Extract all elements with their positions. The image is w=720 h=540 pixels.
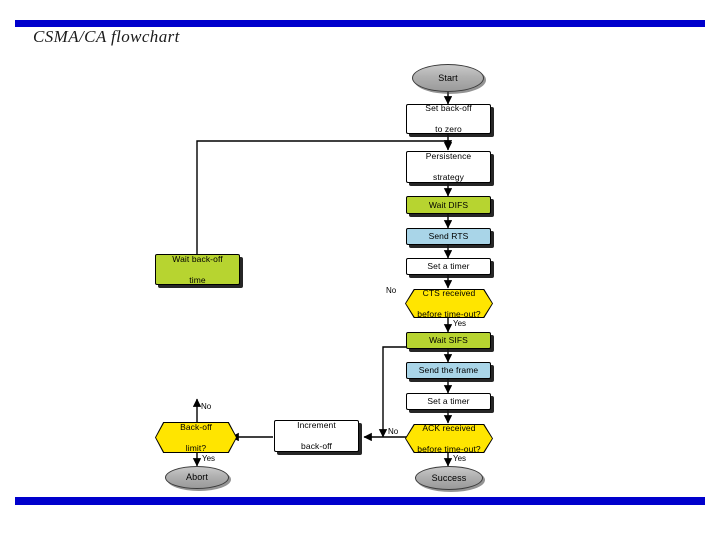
node-wait-back-off-time[interactable]: Wait back-off time	[155, 254, 240, 285]
edge-label-ack-no: No	[388, 427, 399, 436]
node-abort[interactable]: Abort	[165, 466, 229, 489]
node-send-the-frame[interactable]: Send the frame	[406, 362, 491, 379]
node-cts-received-before-time-out[interactable]: CTS received before time-out?	[405, 289, 493, 318]
node-success-label: Success	[431, 472, 467, 483]
node-persistence-strategy-label: Persistence strategy	[425, 151, 472, 183]
node-set-a-timer-1-label: Set a timer	[427, 261, 470, 272]
node-persistence-strategy[interactable]: Persistence strategy	[406, 151, 491, 183]
flowchart-connectors	[192, 92, 453, 467]
node-send-rts[interactable]: Send RTS	[406, 228, 491, 245]
node-ack-received-before-time-out[interactable]: ACK received before time-out?	[405, 424, 493, 453]
node-set-a-timer-2-label: Set a timer	[427, 396, 470, 407]
node-set-back-off-to-zero[interactable]: Set back-off to zero	[406, 103, 491, 135]
node-wait-difs[interactable]: Wait DIFS	[406, 196, 491, 214]
flowchart-canvas: Start Set back-off to zero Persistence s…	[0, 56, 720, 496]
node-increment-back-off-label: Increment back-off	[297, 420, 336, 452]
node-set-a-timer-2[interactable]: Set a timer	[406, 393, 491, 410]
node-cts-received-fill: CTS received before time-out?	[406, 290, 492, 317]
node-wait-back-off-time-label: Wait back-off time	[172, 253, 223, 285]
node-ack-received-fill: ACK received before time-out?	[406, 425, 492, 452]
node-set-a-timer-1[interactable]: Set a timer	[406, 258, 491, 275]
edge-label-cts-yes: Yes	[453, 319, 467, 328]
node-set-back-off-to-zero-label: Set back-off to zero	[425, 103, 472, 135]
edge-label-cts-no: No	[386, 286, 397, 295]
footer-rule-bottom	[15, 497, 705, 505]
node-wait-sifs[interactable]: Wait SIFS	[406, 332, 491, 349]
node-cts-received-label: CTS received before time-out?	[417, 287, 481, 319]
header-rule-top	[15, 20, 705, 27]
node-back-off-limit-fill: Back-off limit?	[156, 423, 236, 452]
node-send-the-frame-label: Send the frame	[418, 365, 479, 376]
page-title: CSMA/CA flowchart	[33, 27, 180, 46]
edge-label-limit-yes: Yes	[202, 454, 216, 463]
node-ack-received-label: ACK received before time-out?	[417, 422, 481, 454]
node-success[interactable]: Success	[415, 466, 483, 490]
node-start-label: Start	[438, 72, 458, 83]
edge-label-limit-no: No	[201, 402, 212, 411]
node-send-rts-label: Send RTS	[428, 231, 469, 242]
node-start[interactable]: Start	[412, 64, 484, 92]
node-abort-label: Abort	[185, 472, 208, 483]
node-wait-sifs-label: Wait SIFS	[429, 335, 468, 346]
node-increment-back-off[interactable]: Increment back-off	[274, 420, 359, 452]
node-wait-difs-label: Wait DIFS	[428, 199, 469, 210]
edge-label-ack-yes: Yes	[453, 454, 467, 463]
node-back-off-limit-label: Back-off limit?	[180, 421, 212, 453]
node-back-off-limit[interactable]: Back-off limit?	[155, 422, 237, 453]
